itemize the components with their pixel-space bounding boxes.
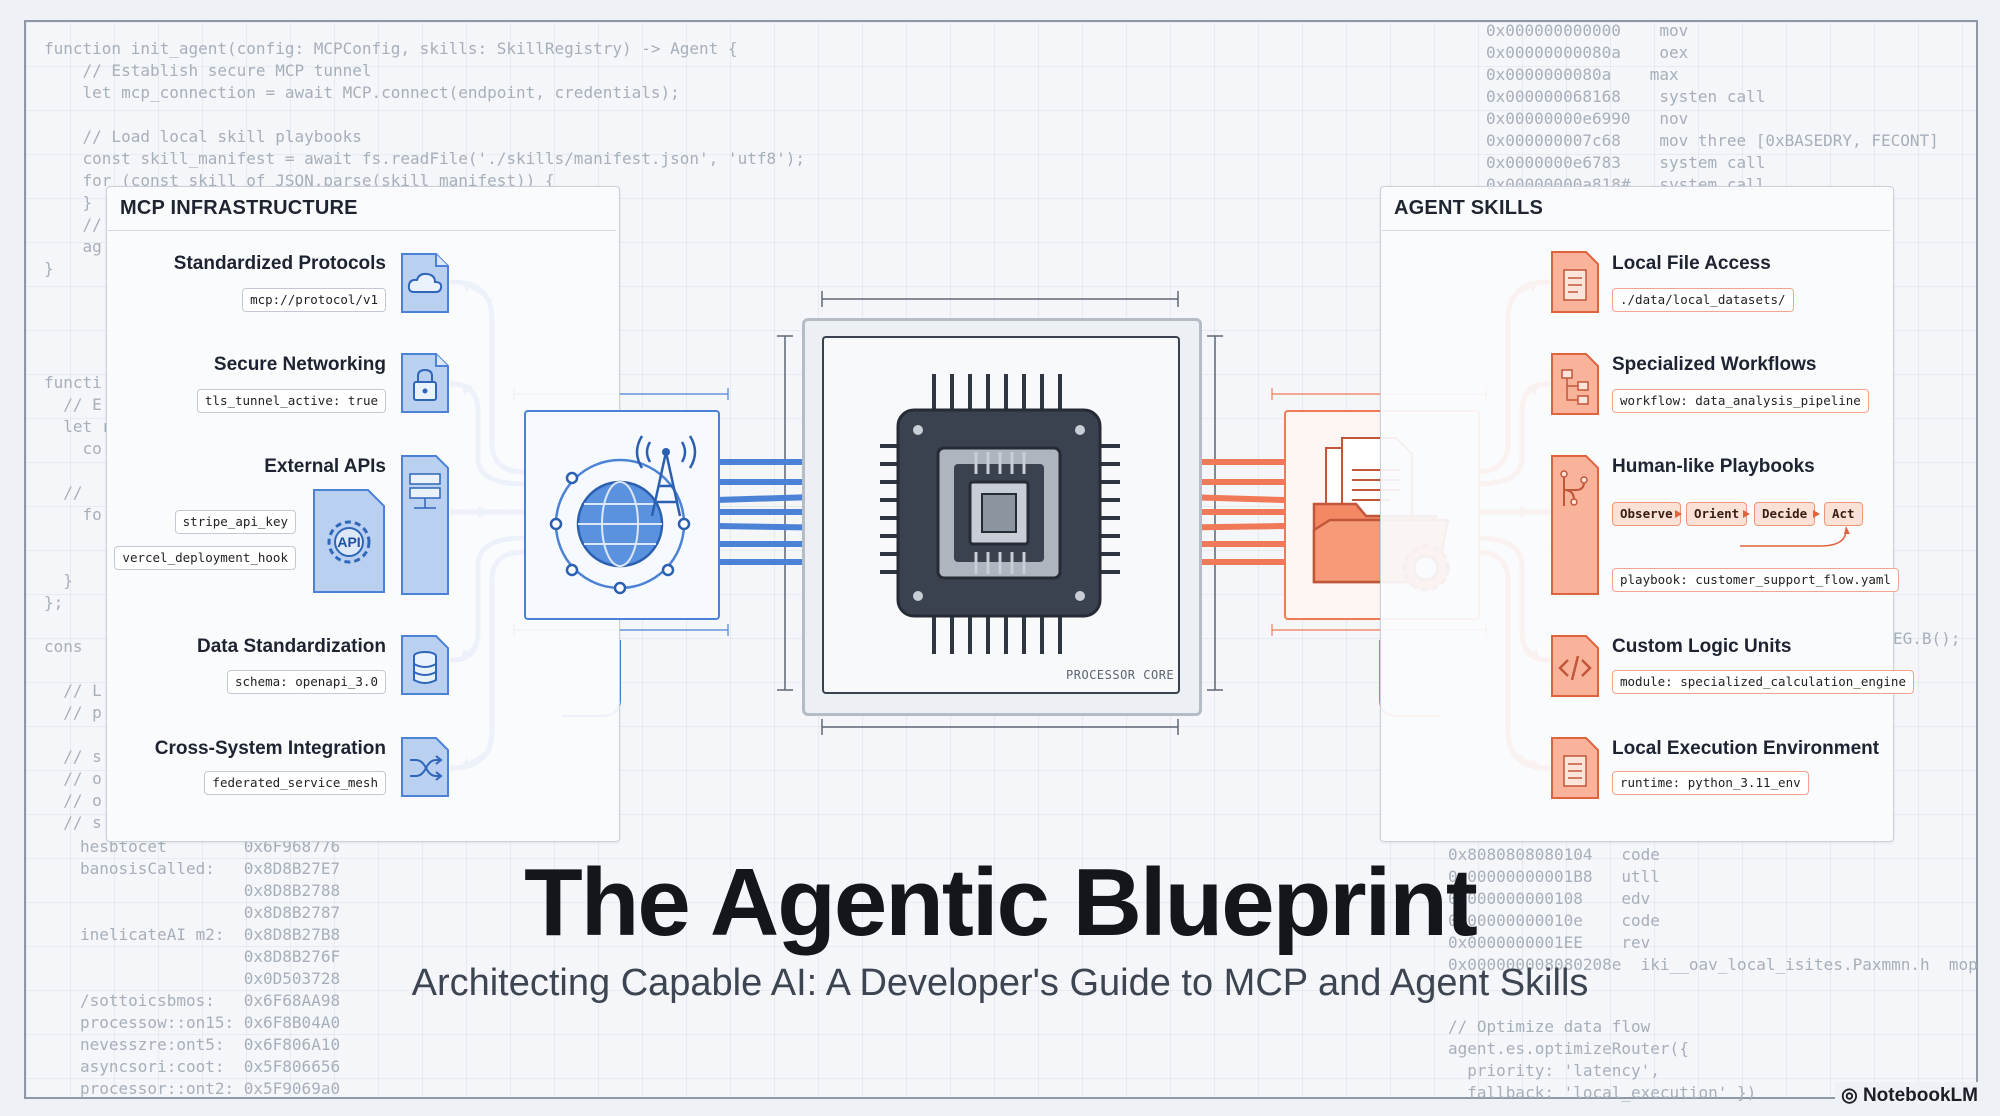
- mcp-item-label: External APIs: [264, 456, 386, 477]
- skill-item-label: Local Execution Environment: [1612, 738, 1880, 759]
- code-snippet-top-right: 0x000000000000 mov 0x00000000080a oex 0x…: [1486, 21, 1939, 194]
- workflow-icon: [1550, 352, 1600, 416]
- playbook-step-observe: Observe: [1612, 502, 1681, 526]
- skill-item-chip: runtime: python_3.11_env: [1612, 771, 1809, 795]
- cloud-icon: [400, 252, 450, 314]
- page-title: The Agentic Blueprint: [524, 849, 1478, 956]
- page-subtitle: Architecting Capable AI: A Developer's G…: [411, 962, 1589, 1004]
- mcp-item-chip: stripe_api_key: [174, 510, 296, 534]
- branch-icon: [1550, 454, 1600, 596]
- lock-icon: [400, 352, 450, 414]
- mcp-item-label: Standardized Protocols: [173, 253, 386, 274]
- code-icon: [1550, 634, 1600, 698]
- file-icon: [1550, 736, 1600, 800]
- mcp-item-chip: schema: openapi_3.0: [227, 670, 386, 694]
- mcp-panel-title: MCP INFRASTRUCTURE: [120, 197, 358, 219]
- brand-label: NotebookLM: [1862, 1085, 1978, 1106]
- playbook-step-act: Act: [1824, 502, 1863, 526]
- code-snippet-bottom-right: 0x8080808080104 code 0x00000000001B8 utl…: [1448, 845, 1978, 974]
- api-gear-icon: API: [312, 488, 386, 594]
- code-snippet-right: EG.B();: [1893, 629, 1961, 648]
- code-snippet-top-left: function init_agent(config: MCPConfig, s…: [44, 39, 805, 278]
- document-icon: [1550, 250, 1600, 314]
- skill-item-chip: ./data/local_datasets/: [1612, 288, 1794, 312]
- mcp-item-label: Data Standardization: [197, 636, 386, 657]
- mcp-item-label: Cross-System Integration: [154, 738, 386, 759]
- api-label: API: [337, 534, 360, 550]
- processor-core-label: PROCESSOR CORE: [1066, 668, 1175, 682]
- mcp-item-chip: tls_tunnel_active: true: [196, 389, 386, 413]
- notebooklm-logo-icon: ◎: [1841, 1085, 1858, 1106]
- skill-item-label: Custom Logic Units: [1612, 636, 1792, 657]
- mcp-item-chip: federated_service_mesh: [204, 771, 386, 795]
- mcp-item-label: Secure Networking: [213, 354, 386, 375]
- skill-item-label: Specialized Workflows: [1612, 354, 1817, 375]
- skill-item-chip: workflow: data_analysis_pipeline: [1612, 389, 1869, 413]
- network-globe-box: [524, 410, 720, 620]
- skill-item-label: Local File Access: [1612, 253, 1771, 274]
- skill-item-label: Human-like Playbooks: [1612, 456, 1815, 477]
- playbook-step-decide: Decide: [1754, 502, 1816, 526]
- skill-item-chip: module: specialized_calculation_engine: [1612, 670, 1914, 694]
- playbook-step-orient: Orient: [1686, 502, 1748, 526]
- shuffle-icon: [400, 736, 450, 798]
- server-icon: [400, 454, 450, 596]
- notebooklm-brand: ◎ NotebookLM: [1835, 1082, 1984, 1109]
- mcp-panel-divider: [108, 230, 616, 231]
- skills-panel-title: AGENT SKILLS: [1394, 197, 1544, 219]
- code-snippet-bottom-right-2: // Optimize data flow agent.es.optimizeR…: [1448, 1017, 1757, 1102]
- code-snippet-left: functi // E let r co // fo } }; cons // …: [44, 373, 111, 832]
- skills-panel-divider: [1382, 230, 1890, 231]
- mcp-item-chip: vercel_deployment_hook: [114, 546, 296, 570]
- database-icon: [400, 634, 450, 696]
- skill-item-chip: playbook: customer_support_flow.yaml: [1612, 568, 1899, 592]
- mcp-item-chip: mcp://protocol/v1: [242, 288, 386, 312]
